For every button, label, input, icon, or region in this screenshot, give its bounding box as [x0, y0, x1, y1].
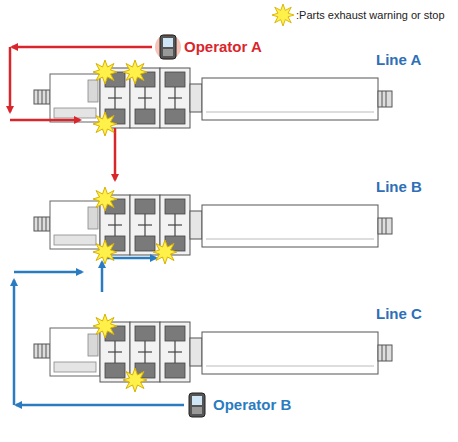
line-label: Line A — [376, 52, 421, 69]
operator-label: Operator A — [184, 39, 262, 56]
legend-star — [272, 4, 294, 26]
line-label: Line B — [376, 179, 422, 196]
operator-label: Operator B — [213, 397, 291, 414]
line-label: Line C — [376, 306, 422, 323]
legend-text: :Parts exhaust warning or stop — [296, 9, 445, 21]
